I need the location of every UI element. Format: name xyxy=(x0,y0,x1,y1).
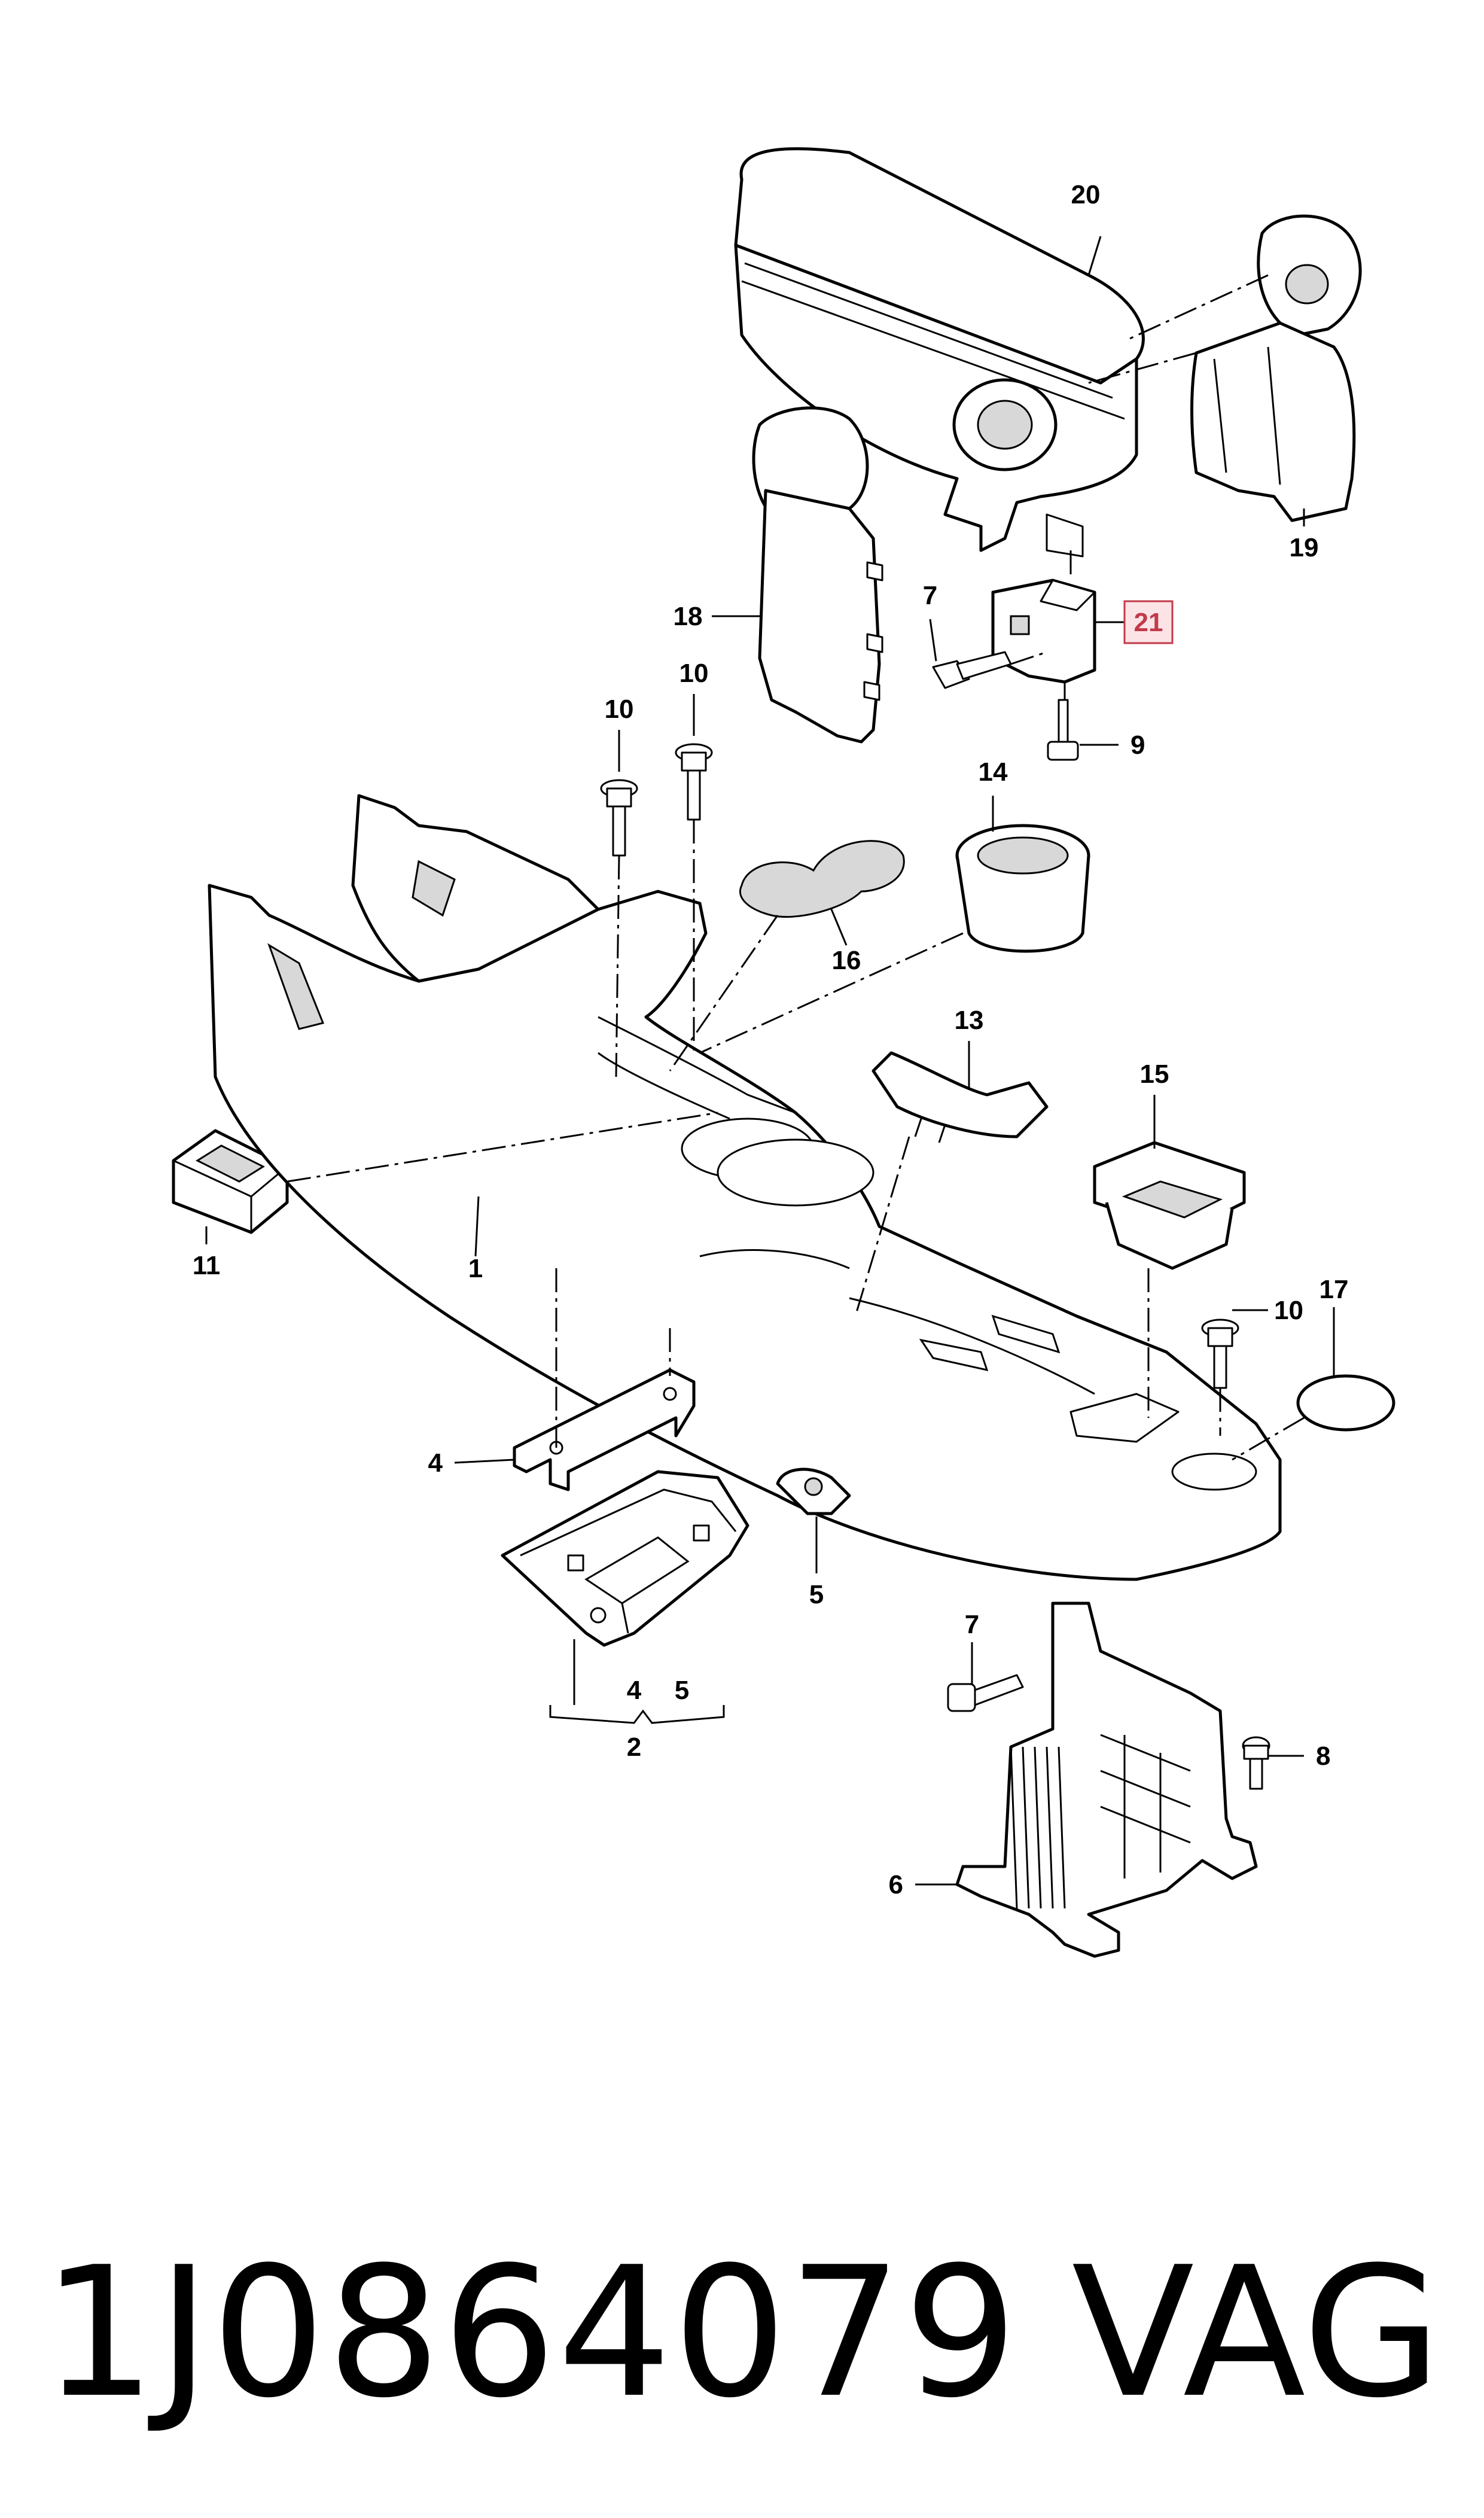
part-10-screw-a xyxy=(600,779,638,857)
callout-4-a: 4 xyxy=(428,1448,443,1478)
part-16-cup-mat xyxy=(739,840,905,918)
part-number: 1J0864079 xyxy=(42,2228,1019,2437)
callout-5-b: 5 xyxy=(675,1676,689,1705)
part-7-screw-upper xyxy=(932,651,1012,689)
part-10-screw-c xyxy=(1201,1319,1239,1389)
callout-19: 19 xyxy=(1290,533,1319,562)
callout-21-highlight-box xyxy=(1123,600,1174,644)
part-10-screw-b xyxy=(675,743,713,821)
part-6-mounting-bracket xyxy=(955,1601,1258,1958)
callout-13: 13 xyxy=(955,1006,984,1035)
caption: 1J0864079 VAG xyxy=(42,2225,1442,2441)
callout-10-b: 10 xyxy=(679,659,709,688)
callout-9: 9 xyxy=(1130,730,1145,760)
callout-6: 6 xyxy=(889,1870,903,1899)
part-11-switch xyxy=(172,1129,289,1234)
callout-labels: 20 19 18 21 7 9 10 10 14 16 13 15 17 10 … xyxy=(193,180,1349,1899)
part-2-tray-housing xyxy=(501,1470,749,1647)
part-21-bracket xyxy=(991,578,1096,684)
callout-7-lower: 7 xyxy=(965,1610,979,1639)
callout-14: 14 xyxy=(979,757,1008,787)
part-9-screw xyxy=(1047,699,1079,761)
callout-1: 1 xyxy=(468,1254,483,1283)
part-1-center-console xyxy=(208,794,1282,1581)
callout-7-upper: 7 xyxy=(923,581,937,610)
callout-21: 21 xyxy=(1134,608,1163,637)
part-8-bolt xyxy=(1242,1736,1270,1790)
part-18-rear-panel xyxy=(752,406,883,744)
part-7-screw-lower xyxy=(947,1674,1024,1712)
assembly-lines xyxy=(287,274,1305,1461)
part-5-clip xyxy=(776,1467,851,1515)
callout-8: 8 xyxy=(1316,1741,1330,1771)
part-15-storage-tray xyxy=(1093,1141,1246,1270)
callout-16: 16 xyxy=(832,946,861,975)
brand-name: VAG xyxy=(1071,2228,1442,2437)
part-4-bracket xyxy=(513,1368,696,1491)
part-14-cup-insert xyxy=(955,824,1090,953)
callout-2: 2 xyxy=(627,1733,641,1762)
callout-4-b: 4 xyxy=(627,1676,642,1705)
callout-17: 17 xyxy=(1320,1275,1349,1304)
callout-18: 18 xyxy=(674,602,703,631)
part-19-rear-cover xyxy=(1190,214,1362,522)
part-20-armrest xyxy=(734,147,1145,558)
callout-5-a: 5 xyxy=(809,1580,824,1609)
callout-15: 15 xyxy=(1140,1059,1169,1089)
callout-11: 11 xyxy=(193,1251,221,1280)
callout-10-a: 10 xyxy=(605,695,634,724)
part-13-trim-strip xyxy=(871,1051,1049,1143)
part-17-pad xyxy=(1296,1374,1395,1432)
leader-lines xyxy=(205,236,1335,1886)
callout-20: 20 xyxy=(1071,180,1101,209)
exploded-parts-diagram: 20 19 18 21 7 9 10 10 14 16 13 15 17 10 … xyxy=(172,147,1395,1958)
callout-10-c: 10 xyxy=(1274,1296,1303,1325)
